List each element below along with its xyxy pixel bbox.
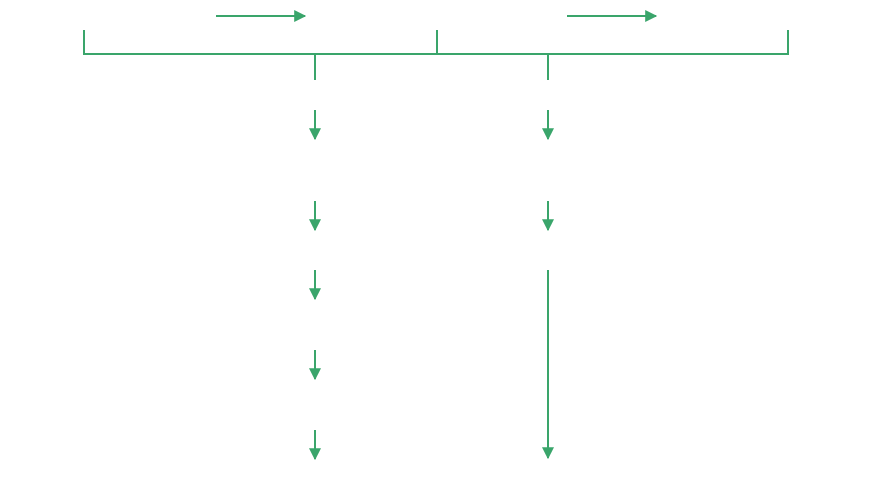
flow-diagram-canvas xyxy=(83,10,789,461)
flow-diagram xyxy=(83,10,789,461)
